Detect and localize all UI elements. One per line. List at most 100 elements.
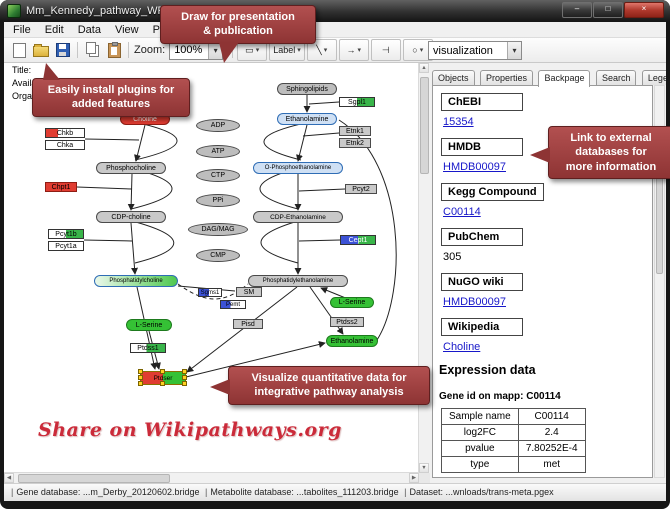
tab-backpage[interactable]: Backpage xyxy=(538,70,591,87)
table-cell: 7.80252E-4 xyxy=(517,440,586,457)
pathway-node-pcyt1a[interactable]: Pcyt1a xyxy=(48,241,84,251)
pathway-node-atp[interactable]: ATP xyxy=(196,145,240,158)
arrow-tool-button[interactable]: → ▾ xyxy=(338,39,369,61)
new-file-button[interactable] xyxy=(8,39,30,61)
callout-install-plugins: Easily install plugins for added feature… xyxy=(32,63,190,117)
pathway-node-phosphocholine[interactable]: Phosphocholine xyxy=(96,162,166,174)
pathway-node-adp[interactable]: ADP xyxy=(196,119,240,132)
expression-data-heading: Expression data xyxy=(439,363,536,377)
save-button[interactable] xyxy=(52,39,74,61)
horizontal-scroll-thumb[interactable] xyxy=(18,474,170,483)
pathway-node-pcyt2[interactable]: Pcyt2 xyxy=(345,184,377,194)
pathway-node-ctp[interactable]: CTP xyxy=(196,169,240,182)
tab-legend[interactable]: Legend xyxy=(641,70,666,85)
selection-handle[interactable] xyxy=(138,375,143,380)
pathway-node-pisd[interactable]: Pisd xyxy=(233,319,263,329)
table-row: pvalue 7.80252E-4 xyxy=(441,440,586,457)
menu-edit[interactable]: Edit xyxy=(44,23,64,36)
pathway-node-sm[interactable]: SM xyxy=(236,287,262,297)
scroll-right-arrow[interactable]: ▶ xyxy=(409,473,419,483)
canvas-vertical-scrollbar[interactable]: ▲ ▼ xyxy=(418,63,430,473)
table-cell: met xyxy=(517,456,586,473)
selection-handle[interactable] xyxy=(160,381,165,386)
open-file-button[interactable] xyxy=(30,39,52,61)
selection-handle[interactable] xyxy=(160,369,165,374)
selection-handle[interactable] xyxy=(182,381,187,386)
pathway-node-etnk1[interactable]: Etnk1 xyxy=(339,126,371,136)
line-tool-button[interactable]: ╲ ▾ xyxy=(306,39,337,61)
pathway-node-cdp-choline[interactable]: CDP-choline xyxy=(96,211,166,223)
pathway-node-etnk2[interactable]: Etnk2 xyxy=(339,138,371,148)
chebi-id-link[interactable]: 15354 xyxy=(443,116,474,128)
vertical-scroll-thumb[interactable] xyxy=(420,77,429,174)
close-button[interactable]: × xyxy=(624,2,664,18)
pathway-node-sphingolipids[interactable]: Sphingolipids xyxy=(277,83,337,95)
copy-icon xyxy=(85,42,96,54)
pathway-node-cdp-ethanolamine[interactable]: CDP-Ethanolamine xyxy=(253,211,343,223)
section-header-wikipedia: Wikipedia xyxy=(441,318,523,336)
paste-icon xyxy=(107,41,121,58)
callout-pointer xyxy=(530,147,550,163)
hmdb-id-link[interactable]: HMDB00097 xyxy=(443,161,506,173)
pathway-node-sgms1[interactable]: Sgms1 xyxy=(198,288,222,297)
callout-line: integrative pathway analysis xyxy=(254,386,404,399)
tab-search[interactable]: Search xyxy=(595,70,637,85)
callout-pointer xyxy=(219,41,239,63)
pathway-node-pcyt1b[interactable]: Pcyt1b xyxy=(48,229,84,239)
scroll-down-arrow[interactable]: ▼ xyxy=(419,463,429,473)
selection-handle[interactable] xyxy=(138,381,143,386)
menu-data[interactable]: Data xyxy=(77,23,101,36)
pathway-canvas[interactable]: Title: Availability: Organism: Share on … xyxy=(4,63,431,484)
callout-visualize-data: Visualize quantitative data for integrat… xyxy=(210,366,430,405)
callout-line: Draw for presentation xyxy=(181,11,295,23)
pathway-node-ethanolamine-top[interactable]: Ethanolamine xyxy=(277,113,337,125)
pathway-node-phosphatidylcholine[interactable]: Phosphatidylcholine xyxy=(94,275,178,287)
title-bar: Mm_Kennedy_pathway_WP1771_45176.gpml... … xyxy=(0,0,670,22)
canvas-horizontal-scrollbar[interactable]: ◀ ▶ xyxy=(4,472,419,484)
pathway-node-chka[interactable]: Chka xyxy=(45,140,85,150)
pathway-node-sgpl1[interactable]: Sgpl1 xyxy=(339,97,375,107)
callout-line: databases for xyxy=(575,146,647,159)
pathway-node-chkb[interactable]: Chkb xyxy=(45,128,85,138)
pathway-node-cmp[interactable]: CMP xyxy=(196,249,240,262)
pathway-node-l-serine-left[interactable]: L-Serine xyxy=(126,319,172,331)
status-bar: |Gene database: ...m_Derby_20120602.brid… xyxy=(4,483,666,501)
kegg-id-link[interactable]: C00114 xyxy=(443,206,481,218)
tab-properties[interactable]: Properties xyxy=(479,70,533,85)
nugo-id-link[interactable]: HMDB00097 xyxy=(443,296,506,308)
pathway-node-phosphatidylethanolamine[interactable]: Phosphatidylethanolamine xyxy=(248,275,348,287)
copy-button[interactable] xyxy=(81,39,103,61)
arrow-icon: → xyxy=(346,45,356,55)
chevron-down-icon: ▾ xyxy=(357,47,361,54)
pathway-node-o-phosphoethanolamine[interactable]: O-Phosphoethanolamine xyxy=(253,162,343,174)
menu-file[interactable]: File xyxy=(13,23,31,36)
wikipedia-link[interactable]: Choline xyxy=(443,341,481,353)
selection-handle[interactable] xyxy=(182,375,187,380)
pathway-node-ptdss1[interactable]: Ptdss1 xyxy=(130,343,166,353)
line-icon: ╲ xyxy=(316,44,322,55)
paste-button[interactable] xyxy=(103,39,125,61)
callout-line: & publication xyxy=(203,25,273,38)
tbar-tool-button[interactable]: ⊣ xyxy=(370,39,401,61)
minimize-button[interactable]: – xyxy=(562,2,592,18)
pathway-node-pemt[interactable]: Pemt xyxy=(220,300,246,309)
pathway-node-l-serine-right[interactable]: L-Serine xyxy=(330,297,374,308)
pathway-node-ptdser[interactable]: Ptdser xyxy=(138,369,187,386)
tab-objects[interactable]: Objects xyxy=(432,70,475,85)
pathway-node-chpt1[interactable]: Chpt1 xyxy=(45,182,77,192)
pathway-node-dag-mag[interactable]: DAG/MAG xyxy=(188,223,248,236)
visualization-select[interactable]: visualization ▾ xyxy=(428,41,522,60)
pathway-node-ethanolamine-right[interactable]: Ethanolamine xyxy=(326,335,378,347)
selection-handle[interactable] xyxy=(182,369,187,374)
maximize-button[interactable]: □ xyxy=(593,2,623,18)
menu-view[interactable]: View xyxy=(114,23,139,36)
selection-handle[interactable] xyxy=(138,369,143,374)
scroll-up-arrow[interactable]: ▲ xyxy=(419,63,429,73)
zoom-value: 100% xyxy=(174,44,203,56)
scroll-left-arrow[interactable]: ◀ xyxy=(4,473,14,483)
pathway-node-ptdss2[interactable]: Ptdss2 xyxy=(330,317,364,327)
chevron-down-icon: ▾ xyxy=(507,42,521,59)
pathway-node-cept1[interactable]: Cept1 xyxy=(340,235,376,245)
pathway-node-ppi[interactable]: PPi xyxy=(196,194,240,207)
